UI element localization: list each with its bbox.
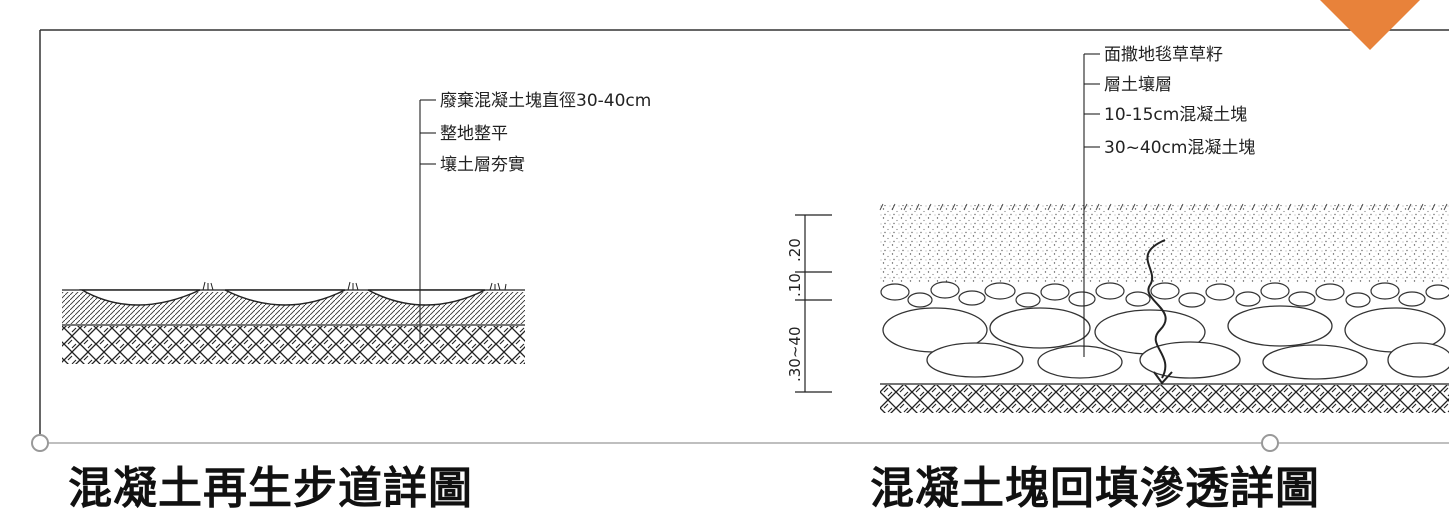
left-leader-lines (419, 99, 436, 340)
callout-label: 10-15cm混凝土塊 (1104, 105, 1247, 125)
callout-label: 面撒地毯草草籽 (1104, 45, 1223, 65)
dimension-line (795, 214, 832, 393)
left-section-drawing (62, 281, 525, 364)
dimension-label: .10 (786, 273, 804, 297)
selection-handle-right[interactable] (1261, 434, 1279, 452)
drawing-frame (31, 29, 1449, 452)
selection-handle-left[interactable] (31, 434, 49, 452)
right-leader-lines (1083, 53, 1100, 357)
left-caption: 混凝土再生步道詳圖 (68, 463, 473, 514)
dimension-label: .30~40 (786, 326, 804, 382)
accent-triangle (1320, 0, 1420, 50)
callout-label: 廢棄混凝土塊直徑30-40cm (440, 91, 651, 111)
right-caption: 混凝土塊回填滲透詳圖 (870, 463, 1320, 514)
dimension-label: .20 (786, 238, 804, 262)
callout-label: 壤土層夯實 (440, 154, 525, 175)
callout-label: 30~40cm混凝土塊 (1104, 138, 1255, 158)
callout-label: 整地整平 (440, 124, 508, 144)
right-section-drawing (879, 203, 1449, 413)
callout-label: 層土壤層 (1104, 74, 1172, 95)
